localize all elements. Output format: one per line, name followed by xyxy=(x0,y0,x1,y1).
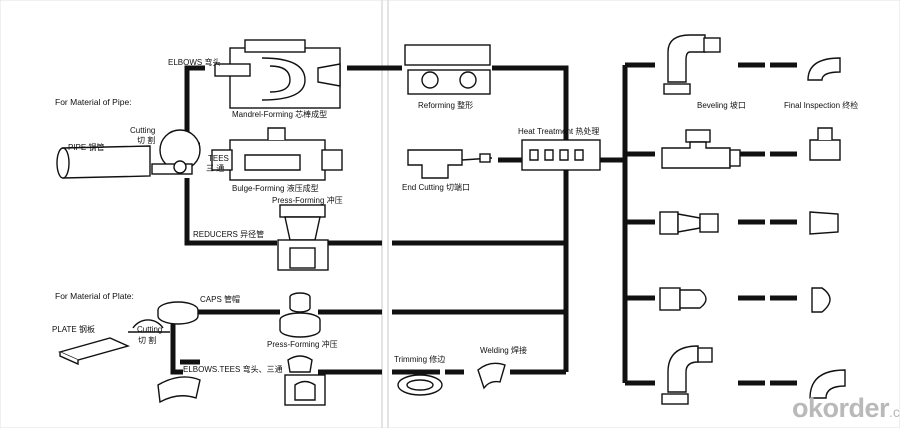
plate-sheet-icon xyxy=(57,337,131,366)
label-end-cutting: End Cutting 切端口 xyxy=(402,183,471,192)
plate-elbow-segment-icon xyxy=(157,376,201,404)
label-tees-cn: 三 通 xyxy=(206,164,225,173)
cap-blank-icon xyxy=(157,301,199,325)
pipe-flow-lines xyxy=(184,62,655,386)
bevel-elbow-icon xyxy=(663,34,721,95)
label-tees: TEES xyxy=(208,154,229,163)
label-press-forming-reducer: Press-Forming 冲压 xyxy=(272,196,343,205)
mandrel-forming-icon xyxy=(214,39,341,109)
label-cutting-pipe: Cutting xyxy=(130,126,156,135)
final-elbow-plate-icon xyxy=(809,369,846,399)
bevel-tee-icon xyxy=(661,129,741,169)
final-reducer-icon xyxy=(809,211,839,235)
label-elbows-tees: ELBOWS.TEES 弯头、三通 xyxy=(183,365,283,374)
label-reducers: REDUCERS 异径管 xyxy=(193,230,265,239)
page-fold xyxy=(381,0,389,428)
press-forming-elbow-icon xyxy=(284,355,326,406)
label-trimming: Trimming 修边 xyxy=(394,355,446,364)
watermark-logo: okorder.com xyxy=(792,393,900,423)
plate-flow-lines xyxy=(170,309,566,375)
final-elbow-icon xyxy=(807,57,841,81)
label-reforming: Reforming 整形 xyxy=(418,101,474,110)
label-mandrel-forming: Mandrel-Forming 芯棒成型 xyxy=(232,110,328,119)
welding-elbow-icon xyxy=(477,362,506,390)
label-plate: PLATE 钢板 xyxy=(52,325,95,334)
label-pipe: PIPE 钢管 xyxy=(68,143,105,152)
label-caps: CAPS 管帽 xyxy=(200,295,241,304)
press-forming-cap-icon xyxy=(279,292,321,338)
cutting-saw-icon xyxy=(151,129,201,175)
trimming-ring-icon xyxy=(397,374,443,396)
label-material-pipe: For Material of Pipe: xyxy=(55,97,132,107)
bulge-forming-icon xyxy=(211,127,343,181)
label-cutting-plate: Cutting xyxy=(137,325,163,334)
final-tee-icon xyxy=(809,127,841,161)
label-cutting-pipe-cn: 切 割 xyxy=(137,136,156,145)
bevel-elbow-plate-icon xyxy=(661,345,713,405)
label-final-inspection: Final Inspection 终检 xyxy=(784,101,859,110)
label-beveling: Beveling 坡口 xyxy=(697,101,746,110)
plate-cutting-saw-icon xyxy=(128,319,170,333)
pipe-tube-icon xyxy=(56,145,151,179)
label-press-forming-cap: Press-Forming 冲压 xyxy=(267,340,338,349)
right-connectors xyxy=(738,62,797,386)
bevel-reducer-icon xyxy=(659,211,719,235)
end-cutting-tee-icon xyxy=(407,149,493,179)
label-heat-treatment: Heat Treatment 热处理 xyxy=(518,127,600,136)
heat-treatment-furnace-icon xyxy=(521,139,601,171)
label-elbows: ELBOWS 弯头 xyxy=(168,58,221,67)
bevel-cap-icon xyxy=(659,287,707,311)
label-material-plate: For Material of Plate: xyxy=(55,291,134,301)
final-cap-icon xyxy=(811,287,831,313)
label-welding: Welding 焊接 xyxy=(480,346,527,355)
label-cutting-plate-cn: 切 割 xyxy=(138,336,157,345)
label-bulge-forming: Bulge-Forming 液压成型 xyxy=(232,184,319,193)
press-forming-reducer-icon xyxy=(277,204,329,271)
reforming-icon xyxy=(404,44,491,95)
